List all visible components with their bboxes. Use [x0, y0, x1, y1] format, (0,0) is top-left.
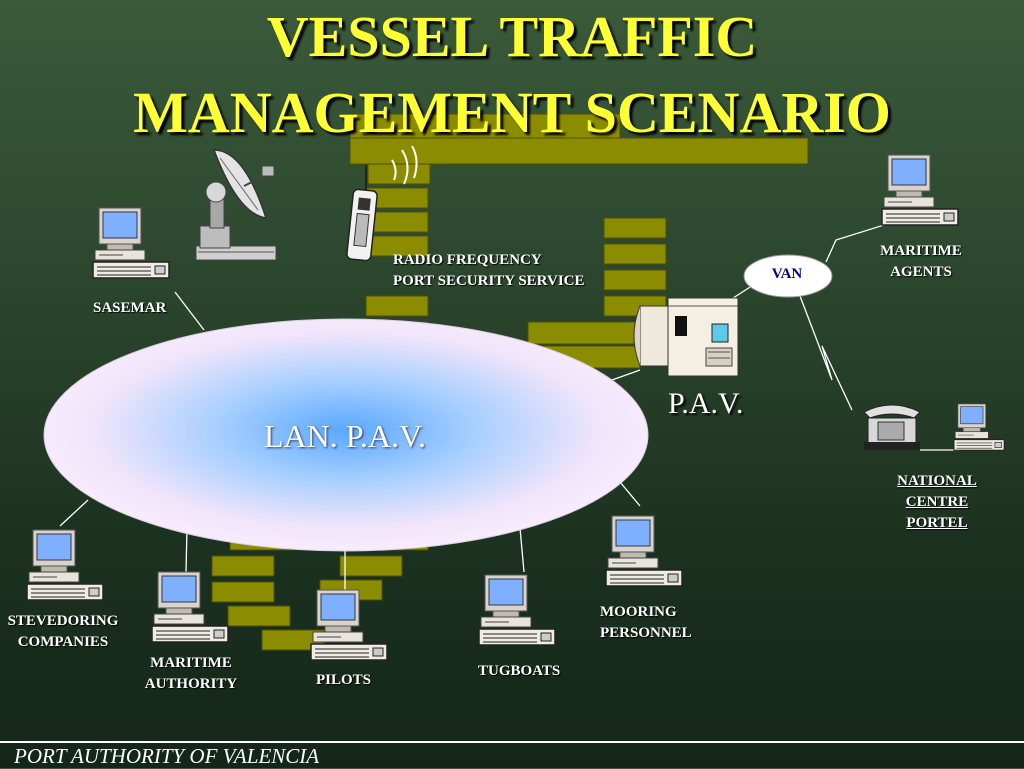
- maritime-agents-line1: MARITIME: [880, 243, 962, 259]
- wall-top: [349, 113, 809, 165]
- page-title-line1: VESSEL TRAFFIC: [266, 4, 758, 69]
- maritime-agents-line2: AGENTS: [890, 264, 952, 280]
- radio-frequency-label: RADIO FREQUENCY PORT SECURITY SERVICE: [393, 250, 585, 292]
- pilots-label: PILOTS: [316, 672, 372, 688]
- computer-sasemar-icon: [92, 207, 170, 279]
- national-centre-label: NATIONAL CENTRE PORTEL: [882, 471, 992, 534]
- mooring-line1: MOORING: [600, 604, 677, 620]
- tugboats-label: TUGBOATS: [478, 663, 561, 679]
- footer-text: PORT AUTHORITY OF VALENCIA: [14, 744, 320, 768]
- stevedoring-line1: STEVEDORING: [7, 613, 119, 629]
- mooring-personnel-label: MOORING PERSONNEL: [600, 602, 692, 644]
- connection-lines: [59, 219, 960, 590]
- mainframe-server-icon: [633, 297, 739, 377]
- maritime-authority-line2: AUTHORITY: [144, 676, 238, 692]
- radio-label-line2: PORT SECURITY SERVICE: [393, 273, 585, 289]
- computer-national-centre-icon: [953, 403, 1005, 451]
- pav-label: P.A.V.: [668, 387, 744, 420]
- computer-tugboats-icon: [478, 574, 556, 646]
- satellite-dish-icon: [195, 149, 277, 261]
- computer-maritime-agents-icon: [881, 154, 959, 226]
- maritime-agents-label: MARITIME AGENTS: [866, 241, 976, 283]
- stevedoring-label: STEVEDORING COMPANIES: [0, 611, 126, 653]
- lan-label: LAN. P.A.V.: [263, 418, 427, 454]
- mooring-line2: PERSONNEL: [600, 625, 692, 641]
- maritime-authority-label: MARITIME AUTHORITY: [130, 653, 252, 695]
- computer-mooring-icon: [605, 515, 683, 587]
- footer-divider: [0, 741, 1024, 743]
- sasemar-label: SASEMAR: [93, 300, 167, 316]
- telephone-icon: [863, 404, 921, 450]
- computer-stevedoring-icon: [26, 529, 104, 601]
- page-title-line2: MANAGEMENT SCENARIO: [133, 80, 891, 145]
- radio-label-line1: RADIO FREQUENCY: [393, 252, 542, 268]
- maritime-authority-line1: MARITIME: [150, 655, 232, 671]
- van-label: VAN: [771, 266, 803, 282]
- cell-phone-icon: [346, 145, 418, 262]
- national-line3: PORTEL: [906, 515, 968, 531]
- stevedoring-line2: COMPANIES: [17, 634, 109, 650]
- van-network-node: [743, 254, 833, 298]
- national-line1: NATIONAL: [897, 473, 977, 489]
- lan-network-cloud: [43, 318, 649, 552]
- national-line2: CENTRE: [905, 494, 969, 510]
